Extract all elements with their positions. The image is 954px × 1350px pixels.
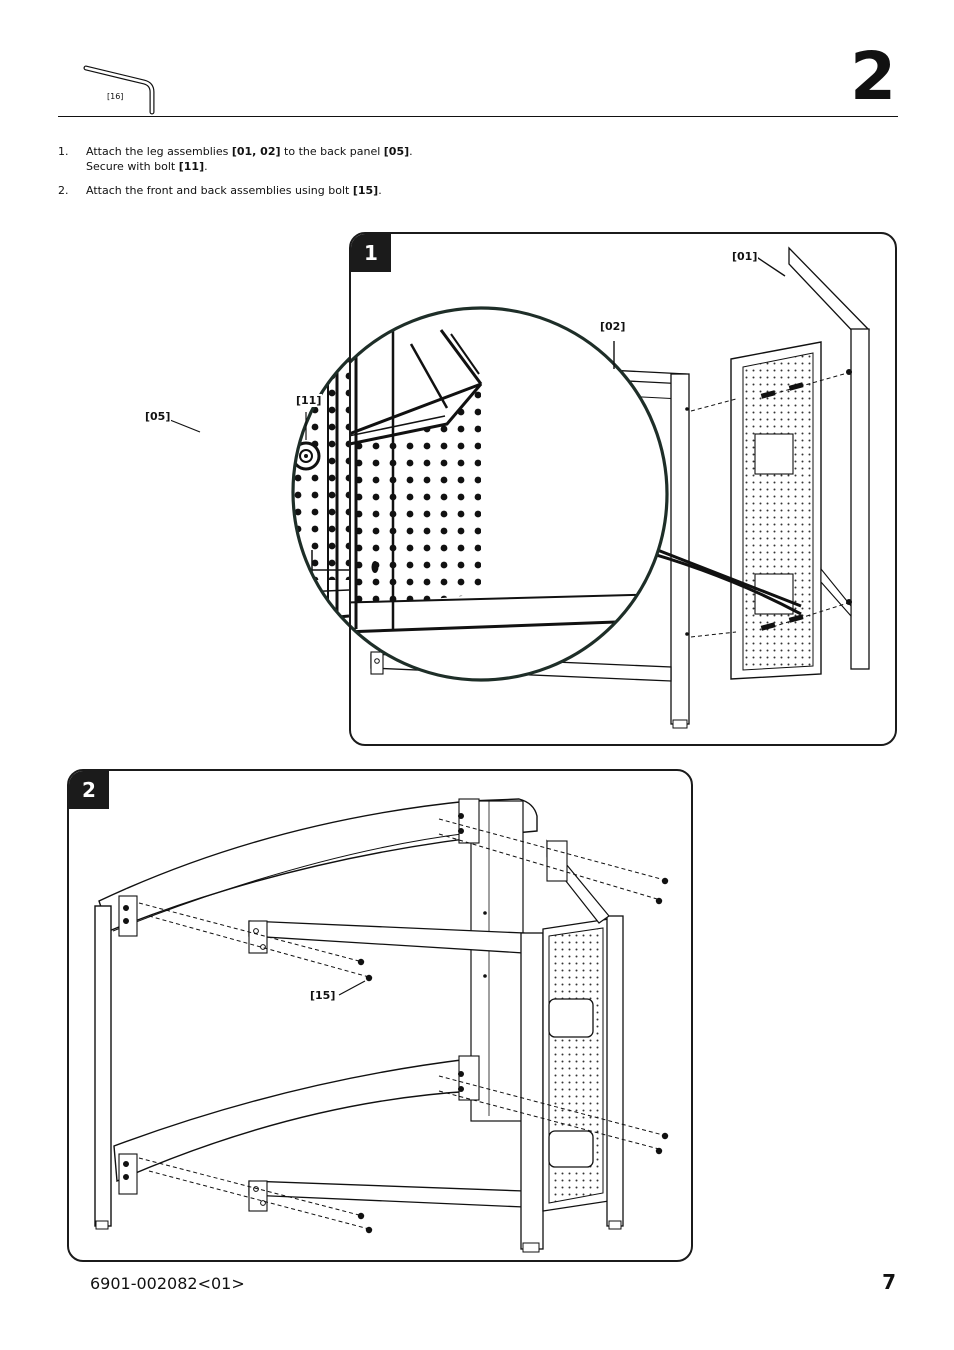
step-panel-2: [15] 2 — [67, 769, 693, 1262]
hex-key-icon — [82, 60, 162, 116]
step-number: 2 — [850, 38, 896, 115]
callout-part-11: [11] — [295, 394, 323, 407]
callout-part-02: [02] — [599, 320, 627, 333]
step-badge-2: 2 — [69, 771, 109, 809]
callout-part-05: [05] — [144, 410, 172, 423]
callout-part-15: [15] — [309, 989, 337, 1002]
step-panel-1: [01] [02] 1 — [349, 232, 897, 746]
instruction-2: 2. Attach the front and back assemblies … — [58, 183, 458, 199]
panel-2-illustration — [94, 798, 669, 1253]
step-badge-1: 1 — [351, 234, 391, 272]
magnifier-overflow: [05] [11] — [120, 300, 667, 680]
document-code: 6901-002082<01> — [90, 1274, 245, 1293]
instruction-text: Attach the front and back assemblies usi… — [86, 184, 382, 197]
header-divider — [58, 116, 898, 117]
callout-part-01: [01] — [731, 250, 759, 263]
instruction-number: 1. — [58, 145, 69, 158]
page-number: 7 — [882, 1270, 896, 1294]
instruction-text: Attach the leg assemblies [01, 02] to th… — [86, 145, 413, 173]
tool-part-label: [16] — [107, 92, 124, 101]
instruction-1: 1. Attach the leg assemblies [01, 02] to… — [58, 144, 458, 176]
panel-1-illustration — [351, 246, 870, 729]
instruction-number: 2. — [58, 184, 69, 197]
